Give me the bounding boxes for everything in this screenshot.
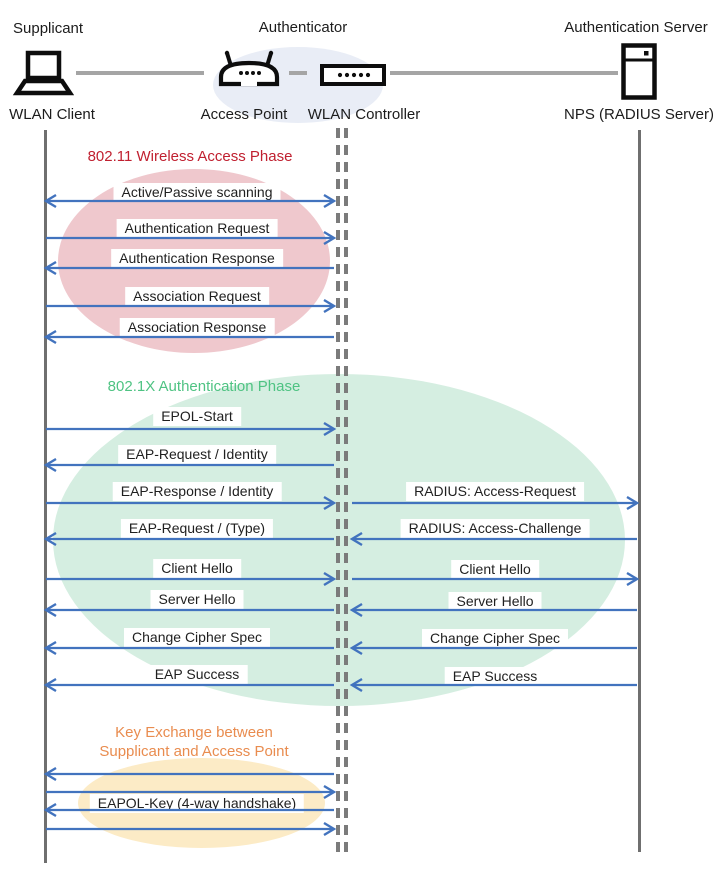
message-label: Authentication Request — [116, 219, 278, 238]
message-label: Association Response — [119, 318, 275, 337]
message-label: Server Hello — [150, 590, 244, 609]
access-point-icon — [218, 50, 280, 87]
supplicant-lifeline — [44, 130, 47, 863]
wlan-controller-label: WLAN Controller — [307, 106, 421, 123]
message-label: EAPOL-Key (4-way handshake) — [89, 794, 305, 813]
auth-server-role-label: Authentication Server — [564, 19, 708, 36]
message-label: EAP Success — [444, 667, 546, 686]
phase3-title: Key Exchange between Supplicant and Acce… — [99, 723, 288, 761]
message-label: EAP-Request / Identity — [118, 445, 276, 464]
server-icon — [621, 43, 657, 100]
authenticator-role-label: Authenticator — [258, 19, 348, 36]
connector-line — [76, 71, 204, 75]
message-label: EAP-Response / Identity — [112, 482, 282, 501]
authenticator-lifeline-dashed — [336, 128, 340, 852]
access-point-label: Access Point — [200, 106, 288, 123]
message-label: Server Hello — [448, 592, 542, 611]
supplicant-role-label: Supplicant — [13, 20, 84, 37]
phase3-title-line1: Key Exchange between — [115, 724, 273, 741]
wlan-controller-icon — [320, 64, 386, 86]
message-label: EPOL-Start — [153, 407, 241, 426]
phase1-title: 802.11 Wireless Access Phase — [87, 148, 293, 165]
message-label: Active/Passive scanning — [113, 183, 281, 202]
connector-line — [390, 71, 618, 75]
message-label: Authentication Response — [111, 249, 283, 268]
message-label: Association Request — [125, 287, 269, 306]
laptop-icon — [12, 50, 74, 96]
message-label: EAP Success — [146, 665, 248, 684]
server-lifeline — [638, 130, 641, 852]
message-label: EAP-Request / (Type) — [120, 519, 274, 538]
phase2-title: 802.1X Authentication Phase — [107, 378, 301, 395]
authenticator-lifeline-dashed — [344, 128, 348, 852]
message-label: RADIUS: Access-Request — [406, 482, 584, 501]
message-label: Client Hello — [451, 560, 539, 579]
wlan-client-label: WLAN Client — [9, 106, 95, 123]
message-label: Change Cipher Spec — [124, 628, 270, 647]
message-label: RADIUS: Access-Challenge — [400, 519, 590, 538]
connector-line — [289, 71, 307, 75]
message-label: Change Cipher Spec — [422, 629, 568, 648]
message-label: Client Hello — [153, 559, 241, 578]
phase3-title-line2: Supplicant and Access Point — [99, 743, 289, 760]
nps-radius-label: NPS (RADIUS Server) — [563, 106, 713, 123]
